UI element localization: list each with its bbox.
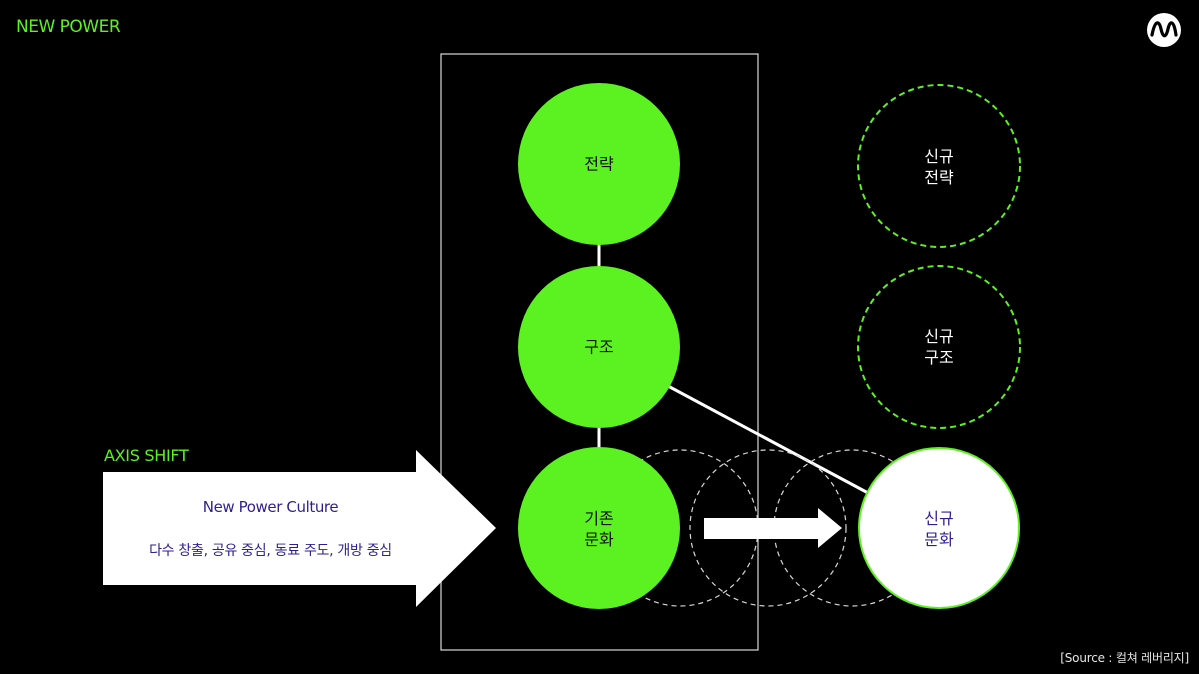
arrow-title: New Power Culture	[202, 498, 339, 516]
axis-shift-arrow	[103, 450, 496, 607]
brand-logo-icon	[1147, 13, 1181, 47]
label-new-structure: 신규 구조	[924, 327, 954, 367]
label-strategy: 전략	[584, 154, 614, 174]
label-new-culture: 신규 문화	[924, 509, 954, 549]
node-new-culture	[858, 447, 1020, 609]
shift-arrow-icon	[704, 508, 842, 548]
header-label: NEW POWER	[16, 17, 121, 37]
arrow-subtitle: 다수 창출, 공유 중심, 동료 주도, 개방 중심	[149, 543, 392, 559]
axis-shift-label: AXIS SHIFT	[104, 446, 189, 465]
connector-structure-new-culture	[667, 384, 871, 496]
node-structure	[518, 266, 680, 428]
node-new-structure	[857, 265, 1021, 429]
existing-column-frame	[440, 53, 759, 651]
source-note: [Source : 컬쳐 레버리지]	[1060, 651, 1189, 665]
label-culture: 기존 문화	[584, 509, 614, 549]
transition-ghost-circle-2	[689, 449, 847, 607]
node-culture	[518, 447, 680, 609]
node-new-strategy	[857, 84, 1021, 248]
label-new-strategy: 신규 전략	[924, 147, 954, 187]
label-structure: 구조	[584, 337, 614, 357]
node-strategy	[518, 83, 680, 245]
